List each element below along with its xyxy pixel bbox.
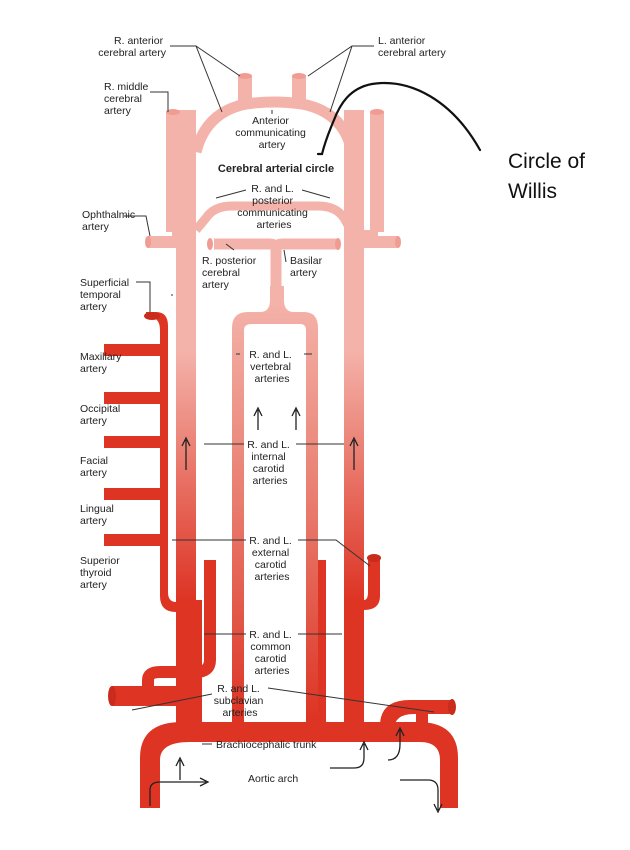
left-subclavian-end [448,699,456,715]
r-middle-cerebral-end [166,109,180,115]
label-subclavian-arteries: R. and L. subclavian arteries [214,683,267,719]
left-subclavian-artery [380,700,452,742]
r-ophthalmic-vessel [148,236,178,248]
superficial-temporal-artery-end [144,312,160,320]
label-maxillary-artery: Maxillary artery [80,351,124,375]
upward-arrow [291,406,301,430]
label-brachiocephalic-trunk: Brachiocephalic trunk [216,739,317,751]
flow-arrows [149,406,443,814]
r-posterior-cerebral-end [207,238,213,250]
label-internal-carotid-arteries: R. and L. internal carotid arteries [247,439,293,487]
labels: R. anterior cerebral artery L. anterior … [80,35,446,785]
right-subclavian-artery [112,686,176,706]
aortic-arch [140,722,458,808]
aortic-flow-arrow [400,779,443,814]
aortic-flow-arrow [330,740,369,769]
label-l-anterior-cerebral-artery: L. anterior cerebral artery [378,35,446,59]
label-ophthalmic-artery: Ophthalmic artery [82,209,138,233]
r-ophthalmic-end [145,236,151,248]
aortic-flow-arrow [149,777,210,806]
right-external-carotid-artery [146,312,176,612]
label-posterior-communicating-arteries: R. and L. posterior communicating arteri… [237,183,311,231]
label-facial-artery: Facial artery [80,455,111,479]
upward-arrow [349,436,359,470]
basilar-artery [214,238,338,288]
l-ophthalmic-end [395,236,401,248]
l-middle-cerebral-vessel [370,112,384,232]
annotation-text: Circle of Willis [508,150,591,203]
l-middle-cerebral-end [370,109,384,115]
label-cerebral-arterial-circle: Cerebral arterial circle [218,163,334,175]
aortic-flow-arrow [175,756,185,780]
vessels [104,73,458,808]
superior-thyroid-artery-branch [104,534,164,546]
label-r-middle-cerebral-artery: R. middle cerebral artery [104,81,151,117]
right-subclavian-end [108,686,116,706]
l-ophthalmic-vessel [364,236,398,248]
r-middle-cerebral-vessel [166,112,180,232]
left-common-carotid-artery [344,110,364,742]
l-posterior-cerebral-end [335,238,341,250]
label-common-carotid-arteries: R. and L. common carotid arteries [249,629,295,677]
circle-of-willis-annotation: Circle of Willis [316,81,591,203]
label-r-anterior-cerebral-artery: R. anterior cerebral artery [98,35,166,59]
r-anterior-cerebral-vessel [238,76,252,106]
lingual-artery-branch [104,488,164,500]
posterior-communicating-arc [192,201,356,235]
label-occipital-artery: Occipital artery [80,403,123,427]
vertebral-arteries [232,286,318,730]
left-external-carotid-end [367,554,381,562]
label-external-carotid-arteries: R. and L. external carotid arteries [249,535,295,583]
left-vertebral-loop [314,560,428,736]
label-vertebral-arteries: R. and L. vertebral arteries [249,349,295,385]
label-superficial-temporal-artery: Superficial temporal artery [80,277,132,313]
aortic-flow-arrow [387,726,405,761]
left-external-carotid-artery [364,560,380,610]
l-anterior-cerebral-end [292,73,306,79]
upward-arrow [253,406,263,430]
leader-lines [124,45,435,745]
maxillary-artery-branch [104,344,164,356]
label-anterior-communicating-artery: Anterior communicating artery [235,115,309,151]
label-lingual-artery: Lingual artery [80,503,117,527]
label-aortic-arch: Aortic arch [248,773,298,785]
label-superior-thyroid-artery: Superior thyroid artery [80,555,123,591]
cerebral-arterial-circle [190,96,358,230]
annotation-pointer-line [316,81,482,156]
upward-arrow [181,436,191,470]
facial-artery-branch [104,436,164,448]
occipital-artery-branch [104,392,164,404]
label-r-posterior-cerebral-artery: R. posterior cerebral artery [202,255,259,291]
l-anterior-cerebral-vessel [292,76,306,106]
label-basilar-artery: Basilar artery [290,255,325,279]
right-vertebral-loop [142,560,216,688]
r-anterior-cerebral-end [238,73,252,79]
